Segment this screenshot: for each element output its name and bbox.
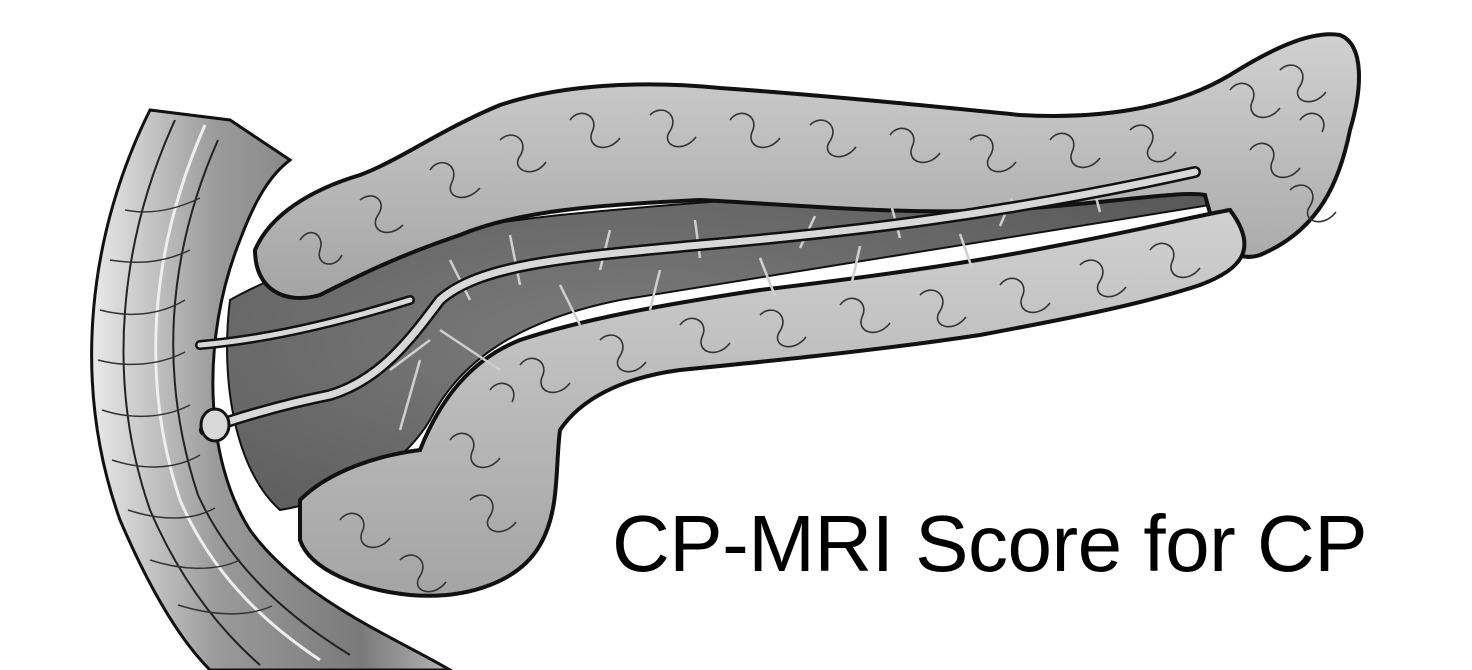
- pancreas-upper-lobe: [252, 32, 1361, 300]
- duodenum: [90, 108, 453, 670]
- figure-caption: CP-MRI Score for CP: [612, 499, 1368, 588]
- ampulla: [199, 407, 231, 443]
- pancreas-lower-lobe: [298, 207, 1247, 598]
- lobule-texture: [299, 64, 1337, 593]
